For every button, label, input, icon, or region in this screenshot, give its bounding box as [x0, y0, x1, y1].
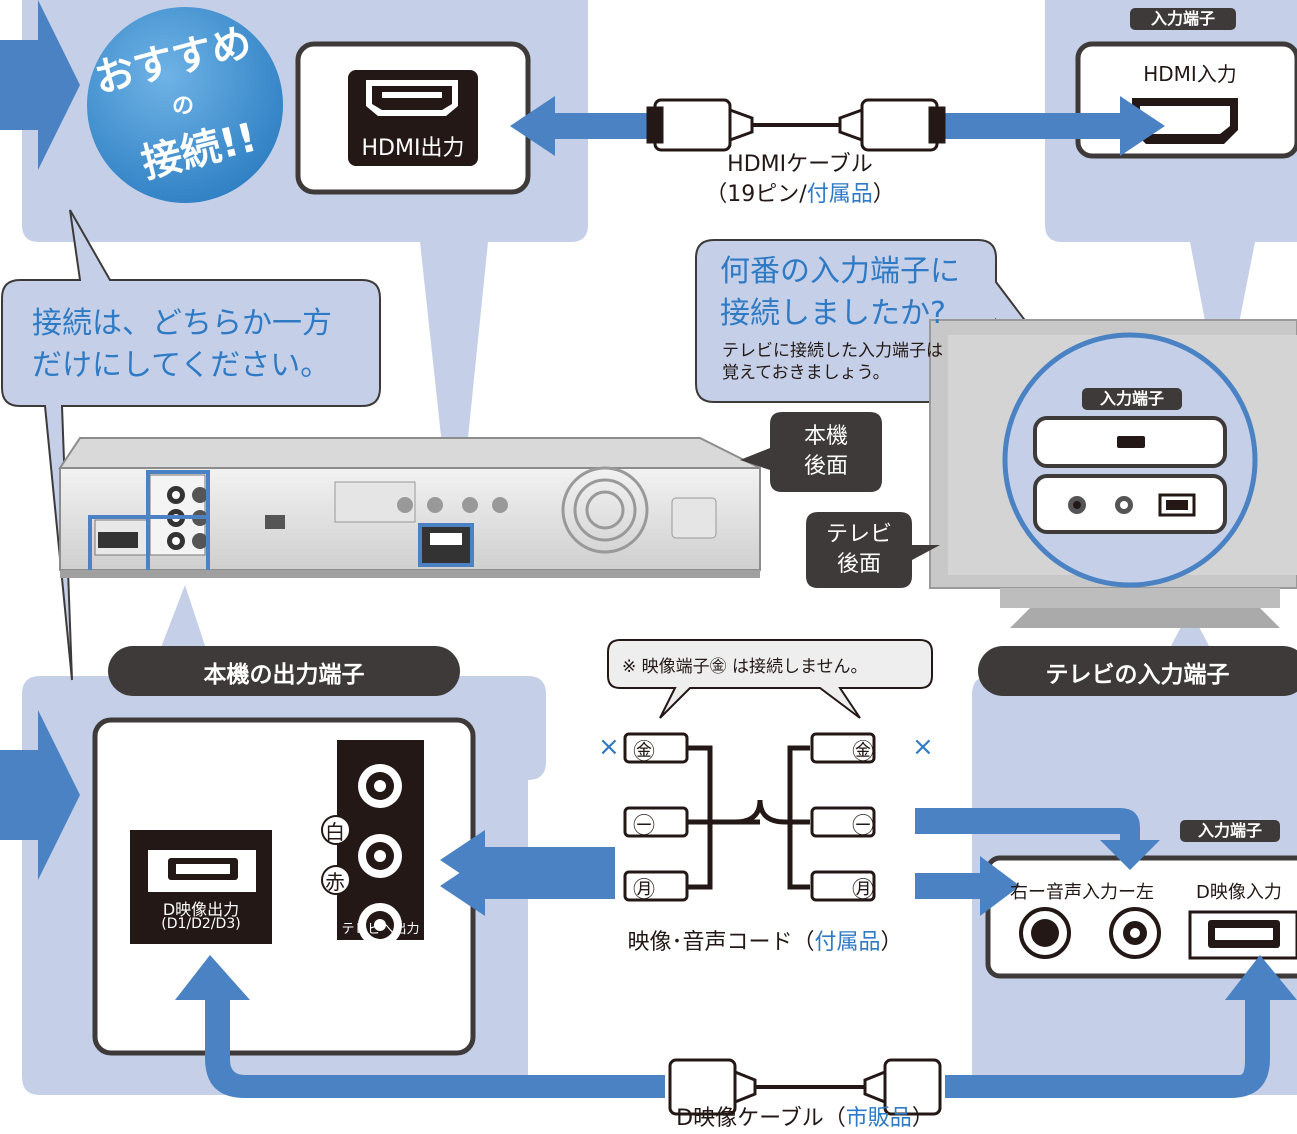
cross-mark-right: × [912, 732, 934, 762]
tv-input-pill [978, 646, 1297, 696]
plug-white-right: ㊀ [852, 814, 875, 839]
hdmi-cable-caption-2: （19ピン/付属品） [705, 182, 895, 207]
tv-rear-callout [806, 512, 940, 588]
question-note2: 覚えておきましょう。 [722, 363, 890, 383]
unit-output-pill [108, 646, 460, 696]
plug-red-right: ㊊ [852, 878, 875, 903]
av-cord [688, 745, 810, 890]
unit-rear-label-1: 本機 [803, 424, 848, 449]
hdmi-out-label: HDMI出力 [361, 136, 465, 161]
tv-zoom-circle [1002, 332, 1258, 588]
question-line1: 何番の入力端子に [720, 254, 960, 289]
warning-line2: だけにしてください。 [32, 348, 331, 383]
hdmi-arrow-left [510, 96, 650, 156]
tv-rear-label-2: 後面 [836, 552, 881, 577]
unit-tv-out-label: テレビへ出力 [341, 922, 420, 937]
av-arrow-white-right [915, 808, 1160, 870]
plug-yellow-left: ㊎ [633, 740, 656, 765]
tv-panel-tag: 入力端子 [1180, 820, 1280, 842]
hdmi-arrow-right [942, 96, 1165, 156]
av-cord-caption: 映像･音声コード（付属品） [627, 930, 903, 955]
unit-red-label: 赤 [325, 870, 345, 894]
av-arrow-red-left [440, 856, 615, 916]
question-line2: 接続しましたか? [720, 296, 946, 331]
tv-zoom-tag: 入力端子 [1082, 388, 1182, 410]
warning-balloon [1, 209, 381, 681]
left-arrow-bottom [0, 710, 80, 880]
video-note: ※ 映像端子㊎ は接続しません。 [622, 657, 868, 677]
question-note1: テレビに接続した入力端子は [722, 341, 943, 361]
d-cable-route-right [945, 955, 1297, 1098]
cross-mark-left: × [598, 732, 620, 762]
hdmi-in-tag: 入力端子 [1130, 8, 1236, 30]
unit-rear-label-2: 後面 [803, 454, 848, 479]
unit-white-label: 白 [325, 820, 345, 844]
recommend-badge-line2: の [172, 94, 195, 119]
unit-d-out-label-2: (D1/D2/D3) [161, 916, 241, 932]
tv-audio-label: 右ー音声入力ー左 [1010, 882, 1154, 903]
left-arrow-top [0, 0, 80, 170]
hdmi-cable-caption-1: HDMIケーブル [727, 152, 873, 177]
video-note-balloon [607, 639, 933, 719]
recorder-device [58, 437, 761, 578]
d-cable-route [175, 955, 665, 1098]
d-cable [668, 1058, 942, 1116]
tv-input-pill-label: テレビの入力端子 [1045, 662, 1230, 688]
unit-output-pill-label: 本機の出力端子 [203, 662, 365, 688]
warning-line1: 接続は、どちらか一方 [32, 306, 332, 341]
unit-rear-callout [740, 412, 882, 492]
hdmi-in-label: HDMI入力 [1143, 62, 1237, 86]
unit-d-out-label-1: D映像出力 [162, 900, 240, 919]
d-cable-caption: D映像ケーブル（市販品） [676, 1106, 934, 1131]
recommend-badge [87, 7, 283, 203]
tv-d-in-label: D映像入力 [1196, 882, 1282, 903]
plug-white-left: ㊀ [633, 814, 656, 839]
av-arrow-red-right [915, 856, 1020, 916]
hdmi-cable [646, 98, 946, 152]
tv-rear-label-1: テレビ [825, 522, 892, 547]
plug-yellow-right: ㊎ [852, 740, 875, 765]
plug-red-left: ㊊ [633, 878, 656, 903]
av-plugs [623, 732, 876, 902]
